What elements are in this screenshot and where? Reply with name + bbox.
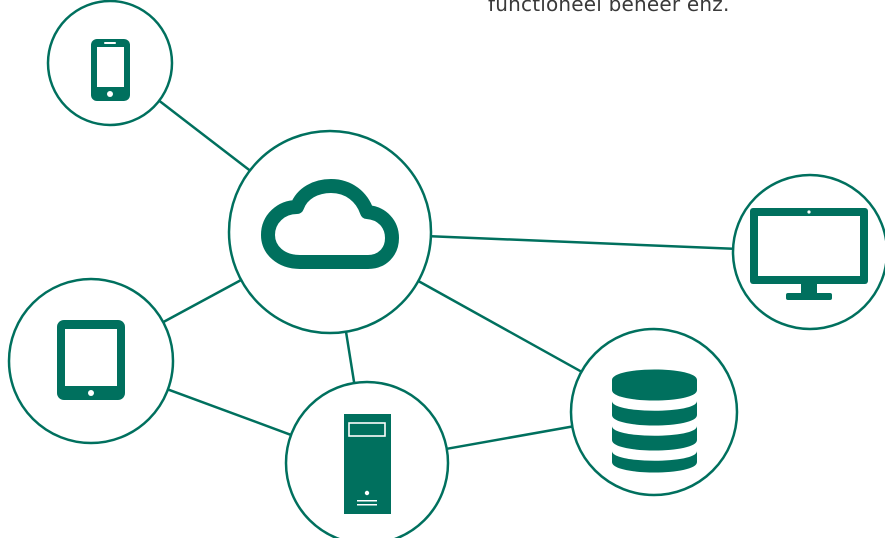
smartphone-icon (91, 39, 130, 101)
connection-tablet-server (167, 388, 292, 437)
database-icon (612, 369, 697, 473)
cloud-icon (261, 179, 399, 269)
connection-lines (158, 99, 734, 451)
node-database (569, 327, 739, 497)
connection-cloud-database (417, 279, 583, 373)
server-tower-icon (344, 414, 391, 514)
connection-phone-cloud (158, 99, 251, 172)
node-cloud (227, 129, 433, 335)
desktop-monitor-icon (750, 208, 868, 300)
connection-cloud-server (344, 331, 356, 384)
node-monitor (731, 173, 885, 331)
caption-text: functioneel beheer enz. (488, 0, 730, 16)
node-phone (46, 0, 174, 127)
tablet-icon (57, 320, 125, 400)
connection-cloud-tablet (162, 278, 242, 324)
node-tablet (7, 277, 175, 445)
connection-cloud-monitor (430, 234, 734, 251)
node-server (284, 380, 450, 538)
connection-server-database (446, 425, 573, 451)
node-cloud-circle (227, 129, 433, 335)
